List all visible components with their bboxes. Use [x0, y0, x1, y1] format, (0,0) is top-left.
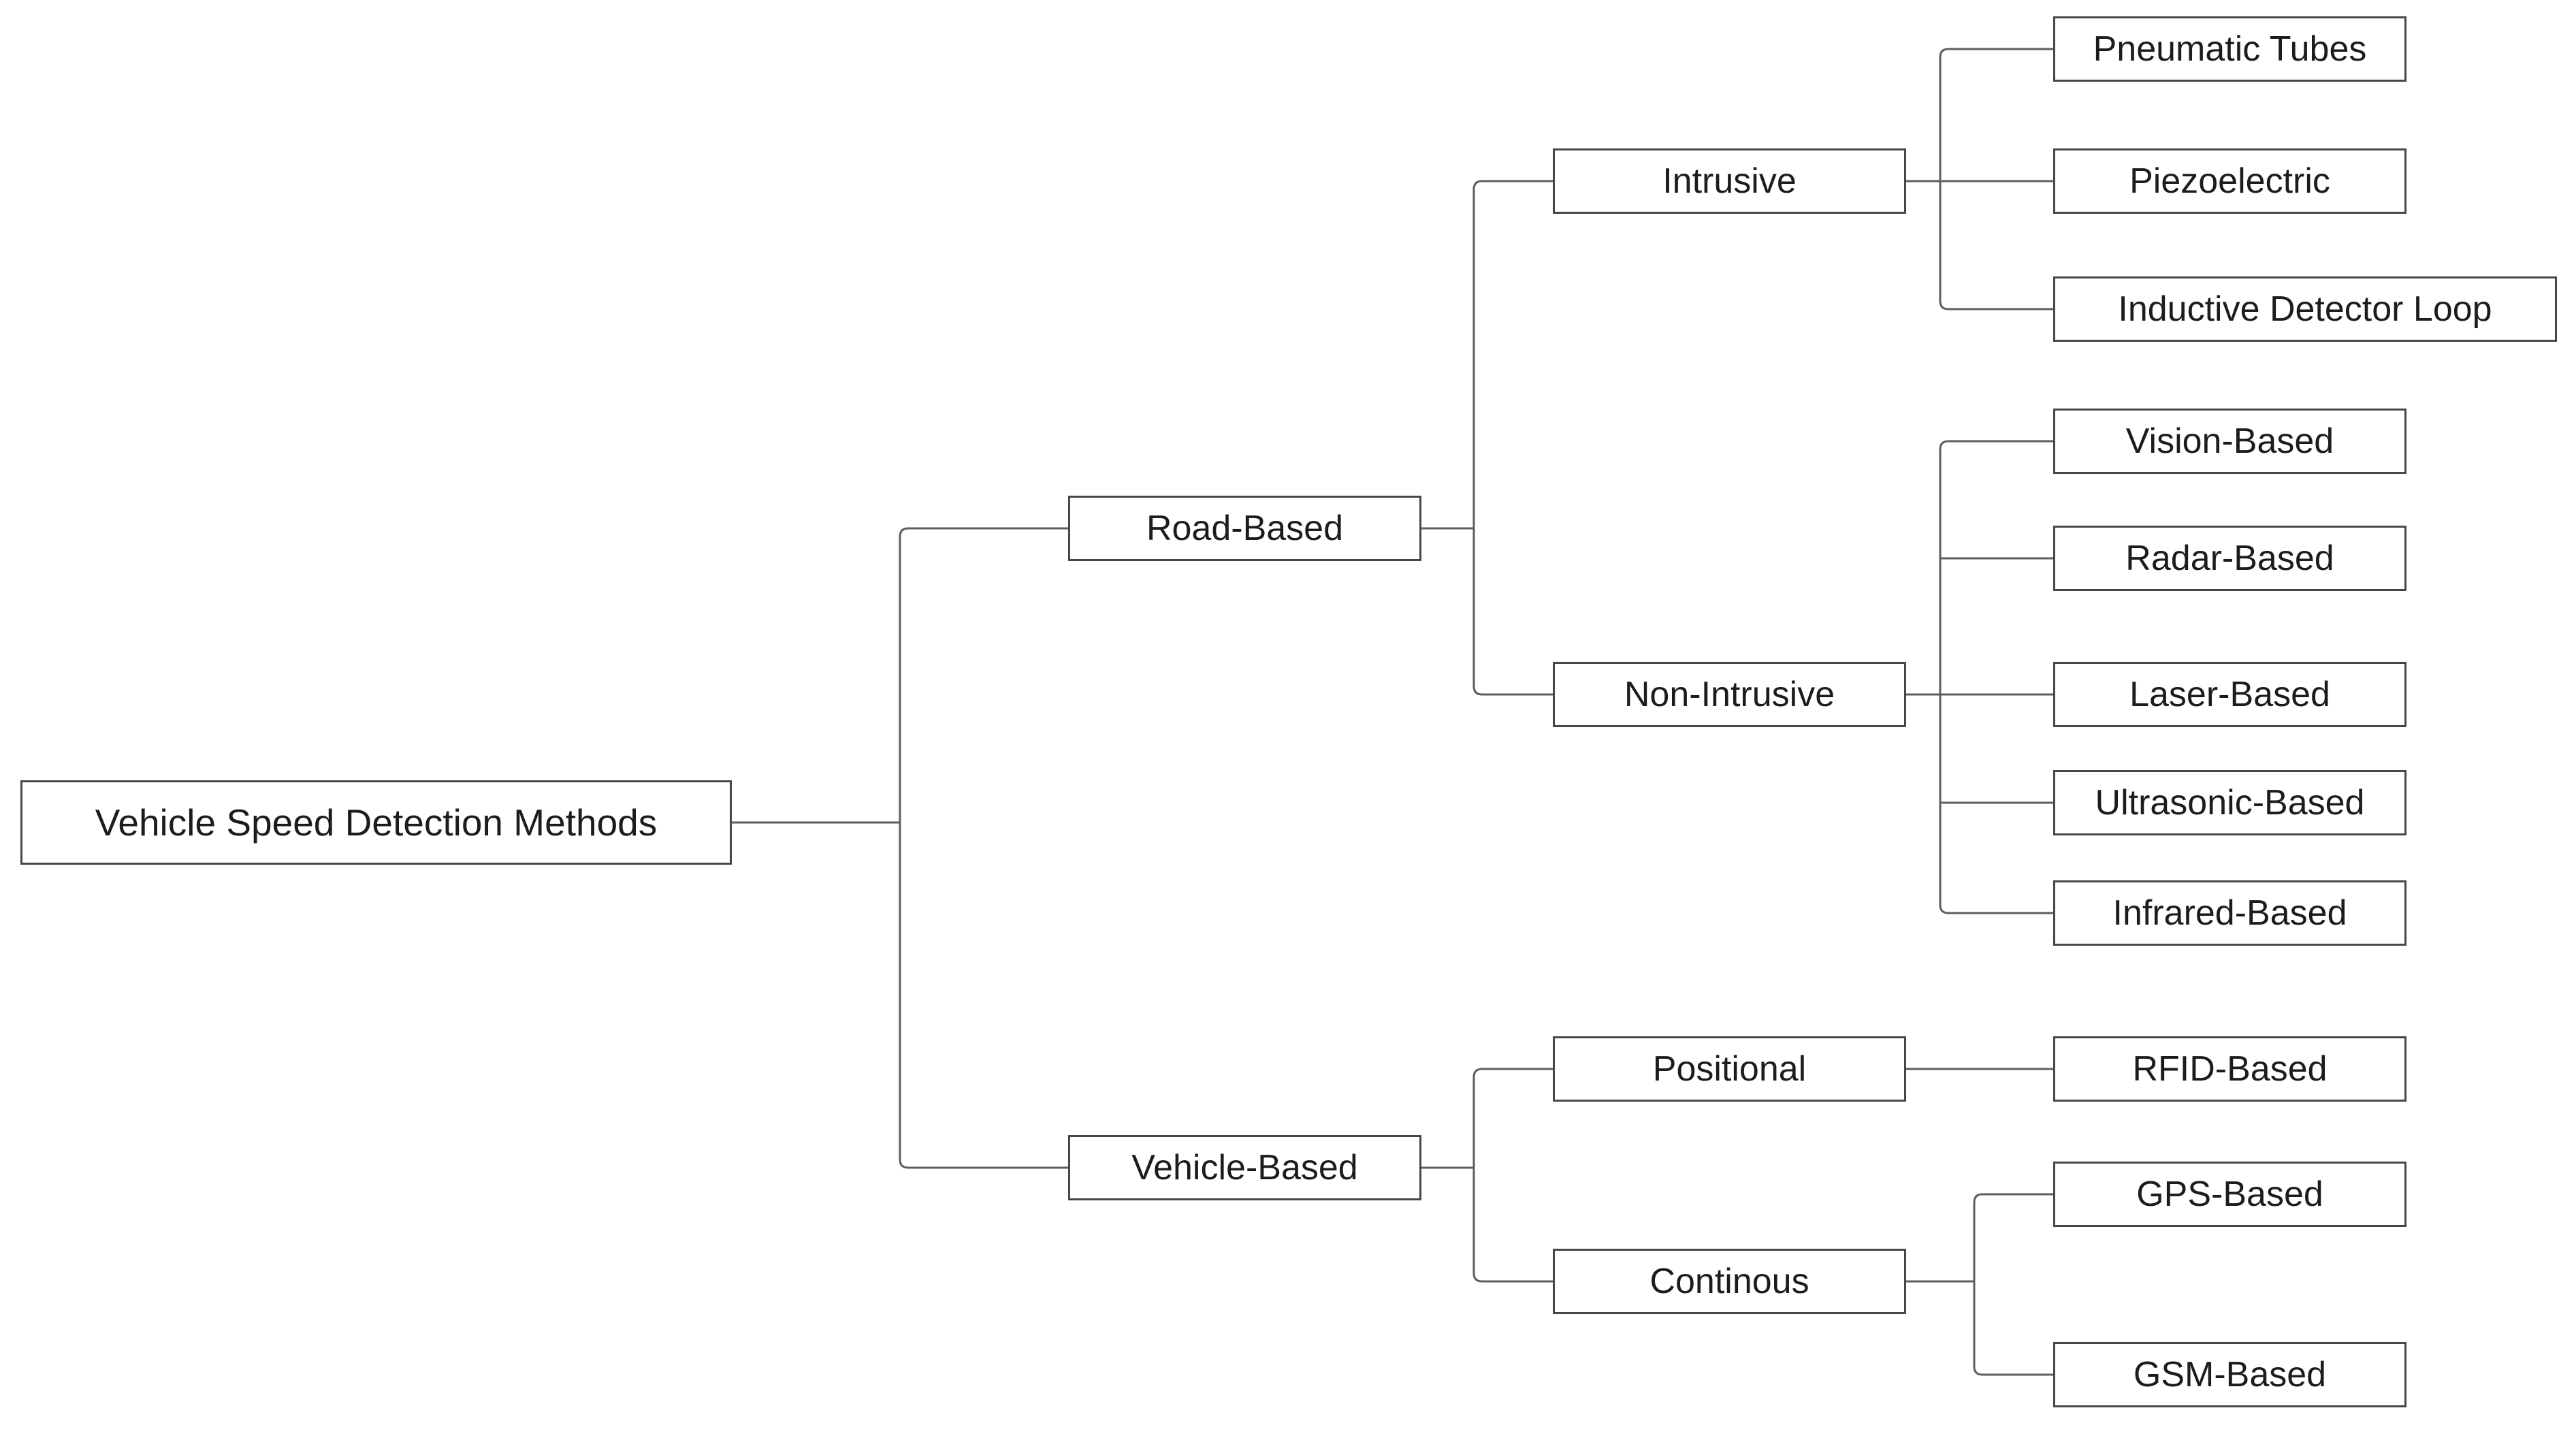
node-inductive-detector-loop: Inductive Detector Loop	[2053, 276, 2557, 342]
edge-root-children	[899, 527, 1068, 1169]
edge-road-children	[1472, 180, 1553, 696]
edge-intrusive-children	[1939, 48, 2053, 310]
node-gps-based: GPS-Based	[2053, 1162, 2406, 1227]
node-rfid-based: RFID-Based	[2053, 1036, 2406, 1102]
node-road-based: Road-Based	[1068, 496, 1421, 561]
node-ultrasonic-based: Ultrasonic-Based	[2053, 770, 2406, 835]
node-positional: Positional	[1553, 1036, 1906, 1102]
node-piezoelectric: Piezoelectric	[2053, 148, 2406, 214]
node-pneumatic-tubes: Pneumatic Tubes	[2053, 16, 2406, 82]
edge-continous-children	[1973, 1193, 2053, 1376]
node-radar-based: Radar-Based	[2053, 526, 2406, 591]
node-infrared-based: Infrared-Based	[2053, 880, 2406, 946]
node-gsm-based: GSM-Based	[2053, 1342, 2406, 1407]
edge-nonintrusive-children	[1939, 440, 2053, 914]
node-vehicle-speed-detection-methods: Vehicle Speed Detection Methods	[20, 780, 732, 865]
edge-vehicle-children	[1472, 1068, 1553, 1283]
node-non-intrusive: Non-Intrusive	[1553, 662, 1906, 727]
node-vehicle-based: Vehicle-Based	[1068, 1135, 1421, 1200]
node-intrusive: Intrusive	[1553, 148, 1906, 214]
node-laser-based: Laser-Based	[2053, 662, 2406, 727]
node-continous: Continous	[1553, 1249, 1906, 1314]
node-vision-based: Vision-Based	[2053, 409, 2406, 474]
